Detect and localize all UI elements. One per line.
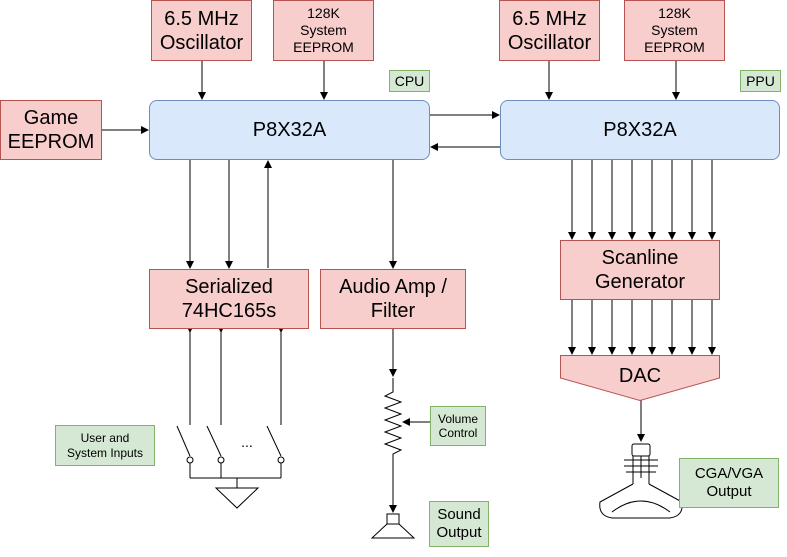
dac-box: DAC: [560, 355, 720, 401]
switch-ellipsis: ...: [241, 433, 253, 450]
monitor-icon: [599, 443, 683, 519]
volume-control-label: Volume Control: [430, 406, 486, 446]
ground-icon: [214, 487, 260, 509]
cpu-tag: CPU: [389, 70, 430, 92]
osc-left-box: 6.5 MHz Oscillator: [151, 0, 252, 61]
scanline-generator-box: Scanline Generator: [560, 240, 720, 300]
game-eeprom-box: Game EEPROM: [0, 100, 102, 160]
dac-shape: [560, 355, 720, 401]
scanline-to-dac-bus: [568, 300, 716, 355]
eeprom-left-box: 128K System EEPROM: [273, 0, 374, 61]
cpu-chip: P8X32A: [149, 100, 430, 160]
speaker-icon: [370, 513, 416, 539]
sound-output-label: Sound Output: [429, 501, 489, 547]
dac-label: DAC: [618, 365, 662, 387]
audio-amp-filter-box: Audio Amp / Filter: [320, 269, 466, 329]
ppu-tag: PPU: [740, 70, 781, 92]
eeprom-right-box: 128K System EEPROM: [624, 0, 725, 61]
ppu-chip: P8X32A: [500, 100, 780, 160]
ppu-to-scanline-bus: [568, 160, 716, 240]
cga-vga-output-label: CGA/VGA Output: [679, 458, 779, 508]
potentiometer-icon: [383, 378, 403, 460]
input-switches: [176, 325, 285, 488]
osc-right-box: 6.5 MHz Oscillator: [499, 0, 600, 61]
serialized-74hc165s-box: Serialized 74HC165s: [149, 269, 309, 329]
user-inputs-label: User and System Inputs: [55, 425, 155, 466]
